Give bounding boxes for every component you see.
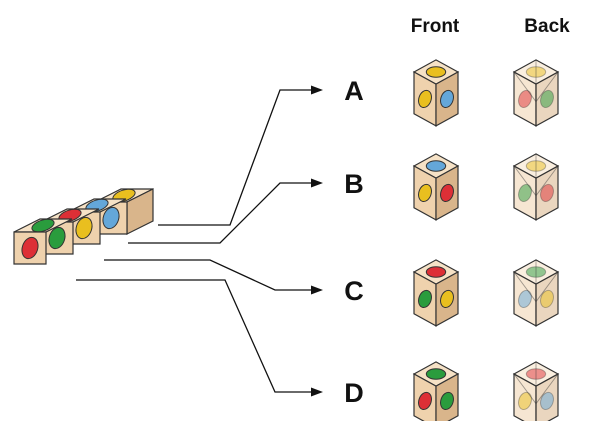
option-label-a: A — [344, 76, 364, 106]
connector-a — [158, 89, 313, 226]
top-face-dot — [425, 66, 447, 78]
option-label-b: B — [344, 169, 364, 199]
strip-cube-3 — [67, 198, 127, 245]
strip-front-dot — [75, 216, 93, 240]
top-face-dot — [525, 160, 547, 172]
option-label-c: C — [344, 276, 364, 306]
left-face-dot — [418, 183, 432, 203]
top-face-dot — [525, 66, 547, 78]
strip-cube-1 — [13, 218, 73, 265]
front-cube-c — [412, 259, 460, 327]
left-face-dot — [418, 89, 432, 109]
right-face-dot — [440, 289, 454, 309]
hidden-edge — [513, 271, 559, 303]
back-cube-c — [512, 259, 560, 327]
connector-c — [104, 259, 313, 291]
left-face-dot — [518, 183, 532, 203]
arrowhead-d — [311, 387, 323, 397]
left-face-dot — [518, 391, 532, 411]
right-face-dot — [440, 183, 454, 203]
right-face-dot — [540, 391, 554, 411]
left-face-dot — [518, 89, 532, 109]
right-face-dot — [540, 183, 554, 203]
back-cube-a — [512, 59, 560, 127]
left-face-dot — [418, 289, 432, 309]
top-face-dot — [525, 368, 547, 380]
arrowhead-c — [311, 285, 323, 295]
front-cube-a — [412, 59, 460, 127]
connector-b — [128, 182, 313, 244]
hidden-edge — [513, 165, 559, 197]
arrowhead-b — [311, 178, 323, 188]
header-back: Back — [524, 16, 570, 37]
option-label-d: D — [344, 378, 364, 408]
strip-front-dot — [102, 206, 120, 230]
top-face-dot — [425, 160, 447, 172]
top-face-dot — [425, 368, 447, 380]
right-face-dot — [540, 89, 554, 109]
hidden-edge — [513, 373, 559, 405]
back-cube-d — [512, 361, 560, 421]
left-face-dot — [518, 289, 532, 309]
strip-top-dot — [31, 218, 55, 233]
front-cube-b — [412, 153, 460, 221]
strip-front-dot — [21, 236, 39, 260]
front-cube-d — [412, 361, 460, 421]
right-face-dot — [440, 391, 454, 411]
cube-strip — [13, 188, 154, 265]
strip-front-dot — [48, 226, 66, 250]
option-cubes — [412, 59, 560, 421]
left-face-dot — [418, 391, 432, 411]
hidden-edge — [513, 71, 559, 103]
right-face-dot — [540, 289, 554, 309]
top-face-dot — [525, 266, 547, 278]
back-cube-b — [512, 153, 560, 221]
right-face-dot — [440, 89, 454, 109]
arrowhead-a — [311, 85, 323, 95]
header-front: Front — [411, 16, 460, 37]
connector-d — [76, 279, 313, 393]
top-face-dot — [425, 266, 447, 278]
connector-lines — [76, 85, 323, 397]
